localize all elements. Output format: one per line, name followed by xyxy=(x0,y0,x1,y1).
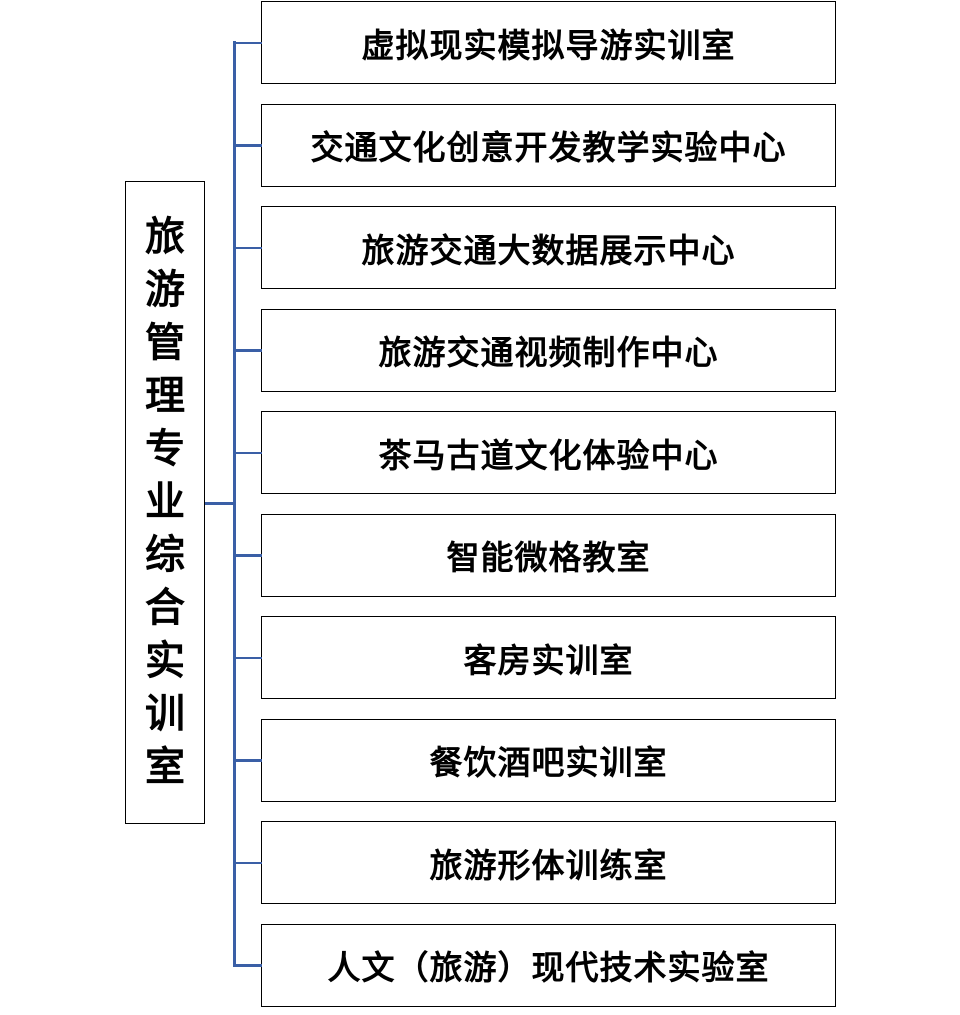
child-node: 旅游交通视频制作中心 xyxy=(261,308,836,392)
branch-connector xyxy=(233,656,262,659)
child-node: 交通文化创意开发教学实验中心 xyxy=(261,103,836,187)
branch-connector xyxy=(233,41,262,44)
branch-connector xyxy=(233,861,262,864)
child-node: 旅游形体训练室 xyxy=(261,821,836,904)
root-label-char: 旅 xyxy=(145,214,185,260)
child-node: 人文（旅游）现代技术实验室 xyxy=(261,923,836,1007)
root-label-char: 实 xyxy=(145,638,185,684)
branch-connector xyxy=(233,451,262,454)
root-label-char: 训 xyxy=(145,691,185,737)
child-node: 茶马古道文化体验中心 xyxy=(261,411,836,494)
child-node-label: 旅游交通大数据展示中心 xyxy=(361,230,736,270)
root-connector xyxy=(205,502,235,505)
child-node-label: 交通文化创意开发教学实验中心 xyxy=(310,128,787,167)
root-label-char: 综 xyxy=(145,532,185,578)
branch-connector xyxy=(233,144,262,147)
child-node-label: 智能微格教室 xyxy=(446,538,651,577)
child-node-label: 人文（旅游）现代技术实验室 xyxy=(327,948,770,987)
root-label-char: 专 xyxy=(145,426,185,472)
child-node: 餐饮酒吧实训室 xyxy=(261,718,836,802)
root-label-char: 业 xyxy=(145,479,185,525)
child-node-label: 客房实训室 xyxy=(463,640,634,680)
root-label-char: 室 xyxy=(145,744,185,790)
child-node-label: 旅游形体训练室 xyxy=(429,845,668,885)
root-label-char: 合 xyxy=(145,585,185,631)
child-node-label: 虚拟现实模拟导游实训室 xyxy=(361,25,736,65)
child-node: 智能微格教室 xyxy=(261,513,836,597)
branch-connector xyxy=(233,554,262,557)
root-label-char: 管 xyxy=(145,320,185,366)
child-node-label: 餐饮酒吧实训室 xyxy=(429,743,668,782)
child-node: 客房实训室 xyxy=(261,616,836,699)
root-label-char: 理 xyxy=(145,373,185,419)
branch-connector xyxy=(233,759,262,762)
child-node-label: 茶马古道文化体验中心 xyxy=(378,435,719,475)
child-node: 旅游交通大数据展示中心 xyxy=(261,206,836,289)
branch-connector xyxy=(233,349,262,352)
root-label-char: 游 xyxy=(145,267,185,313)
trunk-line xyxy=(233,41,236,967)
child-node: 虚拟现实模拟导游实训室 xyxy=(261,1,836,84)
branch-connector xyxy=(233,246,262,249)
child-node-label: 旅游交通视频制作中心 xyxy=(378,333,719,372)
root-node: 旅游管理专业综合实训室 xyxy=(125,181,205,824)
branch-connector xyxy=(233,964,262,967)
